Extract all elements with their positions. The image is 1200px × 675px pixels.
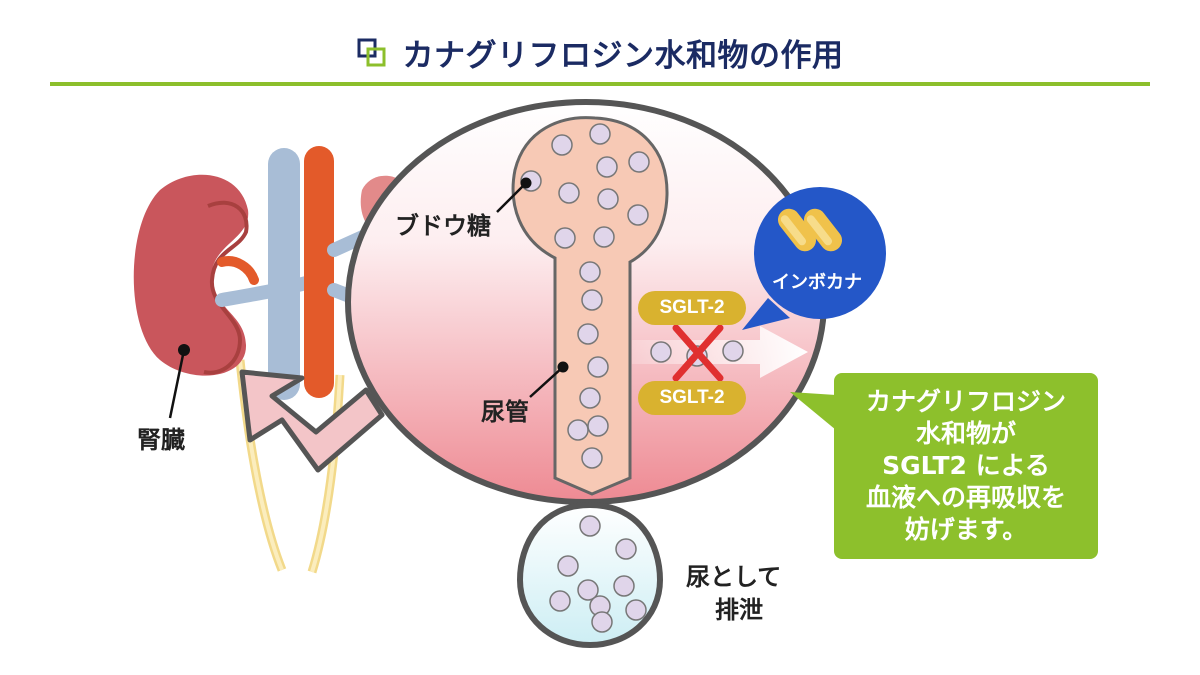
callout-line: SGLT2 による: [882, 451, 1050, 480]
glucose-molecule: [577, 579, 599, 601]
urine-label-line1: 尿として: [686, 563, 782, 591]
glucose-molecule: [567, 419, 589, 441]
glucose-molecule: [581, 289, 603, 311]
glucose-molecule: [587, 415, 609, 437]
kidney-label: 腎臓: [137, 426, 185, 454]
glucose-molecule: [628, 151, 650, 173]
sglt2-top-badge: SGLT-2: [638, 291, 746, 325]
sglt2-bottom-badge: SGLT-2: [638, 381, 746, 415]
glucose-molecule: [587, 356, 609, 378]
glucose-molecule: [549, 590, 571, 612]
page-title: カナグリフロジン水和物の作用: [402, 37, 844, 74]
bladder: [516, 501, 664, 649]
glucose-molecule: [589, 123, 611, 145]
glucose-molecule: [593, 226, 615, 248]
header: カナグリフロジン水和物の作用: [0, 0, 1200, 86]
glucose-molecule: [650, 341, 672, 363]
glucose-molecule: [627, 204, 649, 226]
reabsorption-arrow: [632, 326, 808, 378]
glucose-molecule: [596, 156, 618, 178]
callout-line: 水和物が: [915, 419, 1016, 448]
callout-line: 妨げます。: [904, 515, 1028, 544]
tubule-label: 尿管: [481, 398, 529, 426]
title-row: カナグリフロジン水和物の作用: [0, 28, 1200, 76]
glucose-molecule: [551, 134, 573, 156]
callout-box: カナグリフロジン 水和物が SGLT2 による 血液への再吸収を 妨げます。: [834, 373, 1098, 559]
glucose-molecule: [615, 538, 637, 560]
artery: [304, 146, 334, 398]
glucose-molecule: [554, 227, 576, 249]
title-square-icon: [357, 37, 387, 67]
glucose-molecule: [557, 555, 579, 577]
block-x-icon: [672, 324, 724, 382]
glucose-molecule: [579, 261, 601, 283]
glucose-molecule: [722, 340, 744, 362]
glucose-molecules: [520, 123, 650, 469]
callout-line: 血液への再吸収を: [865, 483, 1066, 512]
glucose-molecule: [558, 182, 580, 204]
glucose-molecule: [577, 323, 599, 345]
glucose-molecule: [579, 515, 601, 537]
callout-pointer: [790, 392, 836, 430]
tablet-icon: [777, 208, 843, 252]
glucose-label: ブドウ糖: [395, 212, 491, 240]
drug-name: インボカナ: [772, 272, 862, 293]
glucose-molecule: [613, 575, 635, 597]
leader-lines: [168, 177, 569, 419]
urine-label-line2: 排泄: [715, 596, 763, 624]
vein: [268, 148, 300, 400]
glucose-molecule: [591, 611, 613, 633]
callout-line: カナグリフロジン: [865, 387, 1066, 416]
glucose-molecule: [579, 387, 601, 409]
glucose-molecule: [581, 447, 603, 469]
zoom-pointer: [239, 369, 385, 473]
drug-bubble: [742, 187, 886, 330]
title-divider: [50, 82, 1150, 86]
glucose-molecule: [625, 599, 647, 621]
kidney: [133, 174, 317, 376]
glucose-molecule: [597, 188, 619, 210]
